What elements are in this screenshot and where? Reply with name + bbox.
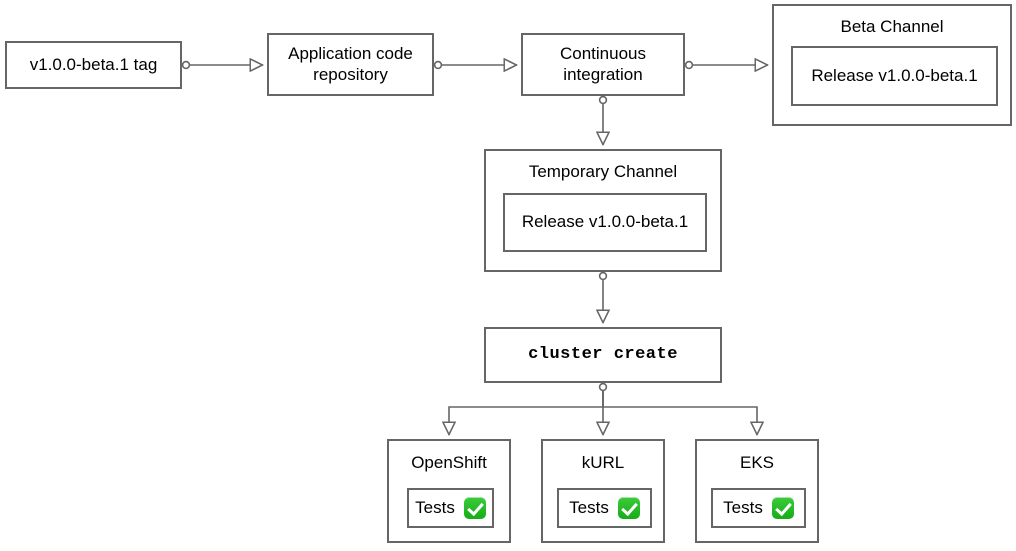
node-eks[interactable]: EKS Tests [695,439,819,543]
check-mark-button-icon [771,497,794,519]
kurl-tests-row: Tests [569,497,640,519]
eks-tests-row: Tests [723,497,794,519]
node-cluster-create[interactable]: cluster create [484,327,722,383]
eks-title: EKS [739,453,775,472]
repo-label-line-1: Application code [288,43,413,63]
beta-channel-title: Beta Channel [840,17,944,36]
kurl-tests-label: Tests [569,497,609,517]
temporary-channel-title: Temporary Channel [528,162,678,181]
openshift-title: OpenShift [411,453,487,472]
node-continuous-integration-label: Continuous integration [560,44,646,85]
check-mark-button-icon [617,497,640,519]
node-temporary-channel[interactable]: Temporary Channel Release v1.0.0-beta.1 [484,149,722,272]
kurl-title: kURL [581,453,625,472]
beta-channel-release-box[interactable]: Release v1.0.0-beta.1 [791,46,998,106]
openshift-tests-label: Tests [415,497,455,517]
openshift-tests-row: Tests [415,497,486,519]
temporary-channel-release-box[interactable]: Release v1.0.0-beta.1 [503,193,707,252]
node-version-tag-label: v1.0.0-beta.1 tag [29,54,158,74]
node-cluster-create-label: cluster create [528,344,678,364]
eks-tests-box[interactable]: Tests [711,488,806,528]
node-openshift[interactable]: OpenShift Tests [387,439,511,543]
node-kurl[interactable]: kURL Tests [541,439,665,543]
openshift-tests-box[interactable]: Tests [407,488,494,528]
node-application-code-repository-label: Application code repository [288,44,413,85]
node-version-tag[interactable]: v1.0.0-beta.1 tag [5,41,182,89]
node-application-code-repository[interactable]: Application code repository [267,33,434,96]
check-mark-button-icon [463,497,486,519]
temporary-channel-release-label: Release v1.0.0-beta.1 [521,212,689,232]
ci-label-line-2: integration [563,64,643,84]
beta-channel-release-label: Release v1.0.0-beta.1 [811,65,978,85]
node-continuous-integration[interactable]: Continuous integration [521,33,685,96]
ci-label-line-1: Continuous [559,43,646,63]
repo-label-line-2: repository [313,64,388,84]
eks-tests-label: Tests [723,497,763,517]
kurl-tests-box[interactable]: Tests [557,488,652,528]
node-beta-channel[interactable]: Beta Channel Release v1.0.0-beta.1 [772,4,1012,126]
